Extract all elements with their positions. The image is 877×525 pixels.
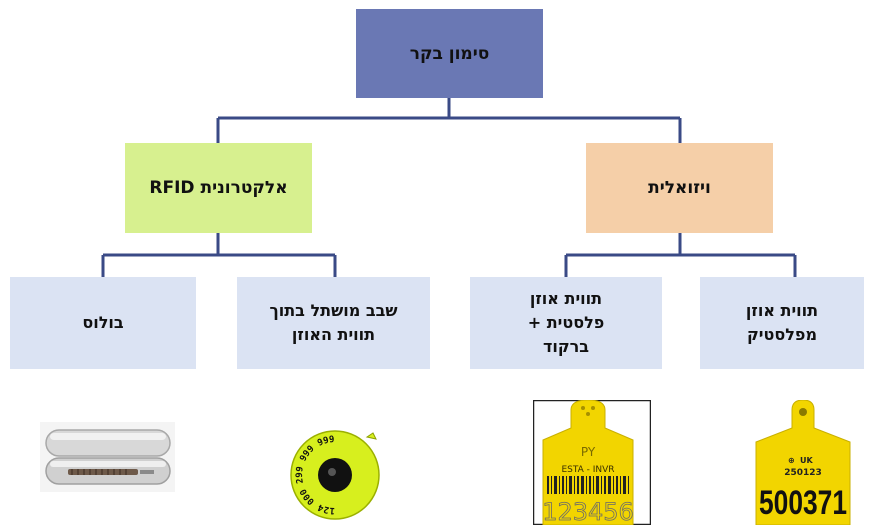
plastic-tag-number: 500371 <box>759 484 847 522</box>
bolus-image <box>40 422 175 492</box>
bolus-node: בולוס <box>10 277 196 369</box>
barcode-tag-mid-text: ESTA - INVR <box>561 465 614 475</box>
barcode-ear-tag-image: PY ESTA - INVR 123456 <box>533 400 651 525</box>
plastic-ear-tag-label: תווית אוזן מפלסטיק <box>745 301 819 344</box>
rfid-ear-tag-image: 124 000 299 999 999 <box>285 425 385 525</box>
svg-text:⊕: ⊕ <box>788 456 795 465</box>
barcode-tag-top-text: PY <box>581 445 596 459</box>
plastic-ear-tag-image: ⊕ UK 250123 500371 <box>755 400 851 525</box>
chip-ear-tag-label: שבב מושתל בתוך תווית האוזן <box>269 301 398 344</box>
chip-ear-tag-node: שבב מושתל בתוך תווית האוזן <box>237 277 430 369</box>
root-node: סימון בקר <box>356 9 543 98</box>
plastic-ear-tag-node: תווית אוזן מפלסטיק <box>700 277 864 369</box>
plastic-tag-herd: 250123 <box>784 468 822 478</box>
visual-node: ויזואלית <box>586 143 773 233</box>
electronic-label: אלקטרונית RFID <box>149 178 288 198</box>
barcode-tag-number: 123456 <box>542 498 634 525</box>
barcode-ear-tag-node: תווית אוזן פלסטית + ברקוד <box>470 277 662 369</box>
barcode-ear-tag-label: תווית אוזן פלסטית + ברקוד <box>527 289 605 356</box>
bolus-label: בולוס <box>82 313 124 332</box>
plastic-tag-country: UK <box>800 456 813 465</box>
visual-label: ויזואלית <box>648 178 711 198</box>
electronic-node: אלקטרונית RFID <box>125 143 312 233</box>
root-label: סימון בקר <box>409 43 490 64</box>
